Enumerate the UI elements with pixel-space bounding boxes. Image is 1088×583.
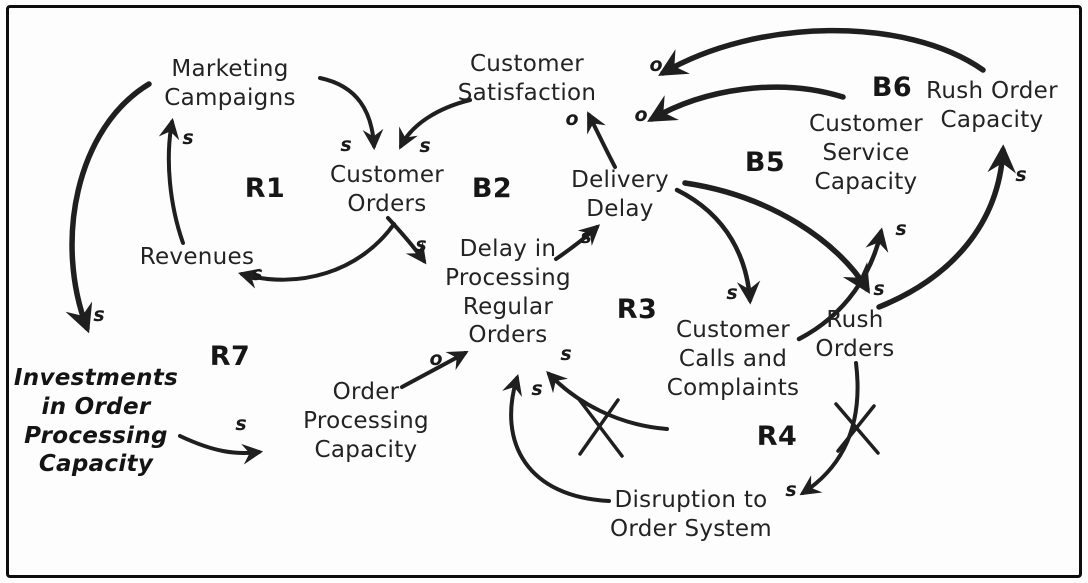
- node-delivery-delay: Delivery Delay: [571, 167, 669, 222]
- polarity-rush-orders-disruption: s: [785, 479, 797, 501]
- arrow-delivery-delay-to-customer-calls: [674, 187, 761, 305]
- node-customer-service-capacity: Customer Service Capacity: [808, 111, 924, 195]
- polarity-revenues-marketing-campaigns: s: [182, 127, 194, 149]
- arrow-rush-orders-to-rush-order-capacity: [876, 144, 1017, 310]
- arrow-customer-calls-to-delay-in-processing: [546, 371, 669, 431]
- loop-label-r1: R1: [244, 173, 286, 204]
- loop-label-r7: R7: [209, 341, 251, 372]
- arrow-investments-to-order-processing-capacity: [178, 434, 264, 465]
- loop-label-r3: R3: [616, 294, 658, 325]
- polarity-marketing-campaigns-customer-orders: s: [340, 134, 352, 156]
- polarity-customer-orders-revenues: s: [251, 263, 263, 285]
- node-delay-in-processing-regular-orders: Delay in Processing Regular Orders: [445, 236, 571, 349]
- node-marketing-campaigns: Marketing Campaigns: [164, 56, 296, 111]
- polarity-customer-calls-delay-in-processing: s: [560, 343, 572, 365]
- arrow-order-processing-capacity-to-delay-in-processing: [400, 350, 469, 389]
- crossed-out-mark-rush-orders-link: [834, 402, 880, 455]
- arrow-delay-in-processing-to-delivery-delay: [554, 224, 601, 261]
- node-rush-order-capacity: Rush Order Capacity: [926, 78, 1058, 133]
- polarity-customer-satisfaction-customer-orders: s: [419, 135, 431, 157]
- node-customer-orders: Customer Orders: [329, 162, 445, 217]
- polarity-disruption-delay-in-processing: s: [531, 378, 543, 400]
- node-revenues: Revenues: [139, 244, 255, 270]
- loop-label-b2: B2: [471, 173, 513, 204]
- crossed-out-mark-customer-calls-link: [576, 396, 624, 458]
- loop-label-b5: B5: [744, 147, 786, 178]
- arrow-customer-service-capacity-to-delivery-delay: [647, 84, 846, 122]
- polarity-order-processing-capacity-delay: o: [429, 348, 443, 370]
- polarity-delay-in-processing-delivery-delay: s: [580, 226, 592, 248]
- polarity-customer-service-capacity-delivery-delay: o: [634, 104, 648, 126]
- loop-label-b6: B6: [871, 72, 913, 103]
- arrow-disruption-to-delay-in-processing: [502, 374, 611, 503]
- node-disruption-to-order-system: Disruption to Order System: [609, 487, 773, 542]
- arrow-customer-orders-to-revenues: [237, 222, 396, 289]
- node-customer-calls-and-complaints: Customer Calls and Complaints: [666, 317, 800, 401]
- polarity-rush-order-capacity-delivery-delay: o: [649, 54, 663, 76]
- polarity-revenues-investments: s: [93, 304, 105, 326]
- node-rush-orders: Rush Orders: [815, 307, 895, 362]
- arrow-revenues-to-investments: [65, 81, 152, 334]
- polarity-delivery-delay-customer-satisfaction: o: [565, 108, 579, 130]
- polarity-investments-order-processing-capacity: s: [235, 413, 247, 435]
- node-customer-satisfaction: Customer Satisfaction: [457, 51, 597, 106]
- polarity-delivery-delay-rush-orders: s: [873, 278, 885, 300]
- arrow-customer-satisfaction-to-customer-orders: [399, 98, 472, 150]
- arrow-marketing-campaigns-to-customer-orders: [318, 76, 384, 151]
- node-investments-in-order-processing-capacity: Investments in Order Processing Capacity: [13, 365, 179, 478]
- arrow-delivery-delay-to-rush-orders: [682, 180, 871, 294]
- loop-label-r4: R4: [756, 421, 798, 452]
- arrow-delivery-delay-to-customer-satisfaction: [587, 111, 617, 169]
- node-order-processing-capacity: Order Processing Capacity: [303, 379, 429, 463]
- arrow-rush-order-capacity-to-delivery-delay: [658, 27, 986, 76]
- polarity-customer-orders-delay-in-processing: s: [415, 234, 427, 256]
- polarity-customer-calls-customer-service-capacity: s: [895, 218, 907, 240]
- arrow-customer-orders-to-delay-in-processing: [386, 216, 427, 265]
- arrow-revenues-to-marketing-campaigns: [158, 117, 185, 245]
- arrow-customer-calls-to-customer-service-capacity: [796, 227, 889, 342]
- polarity-delivery-delay-customer-calls: s: [726, 282, 738, 304]
- polarity-rush-orders-rush-order-capacity: s: [1015, 164, 1027, 186]
